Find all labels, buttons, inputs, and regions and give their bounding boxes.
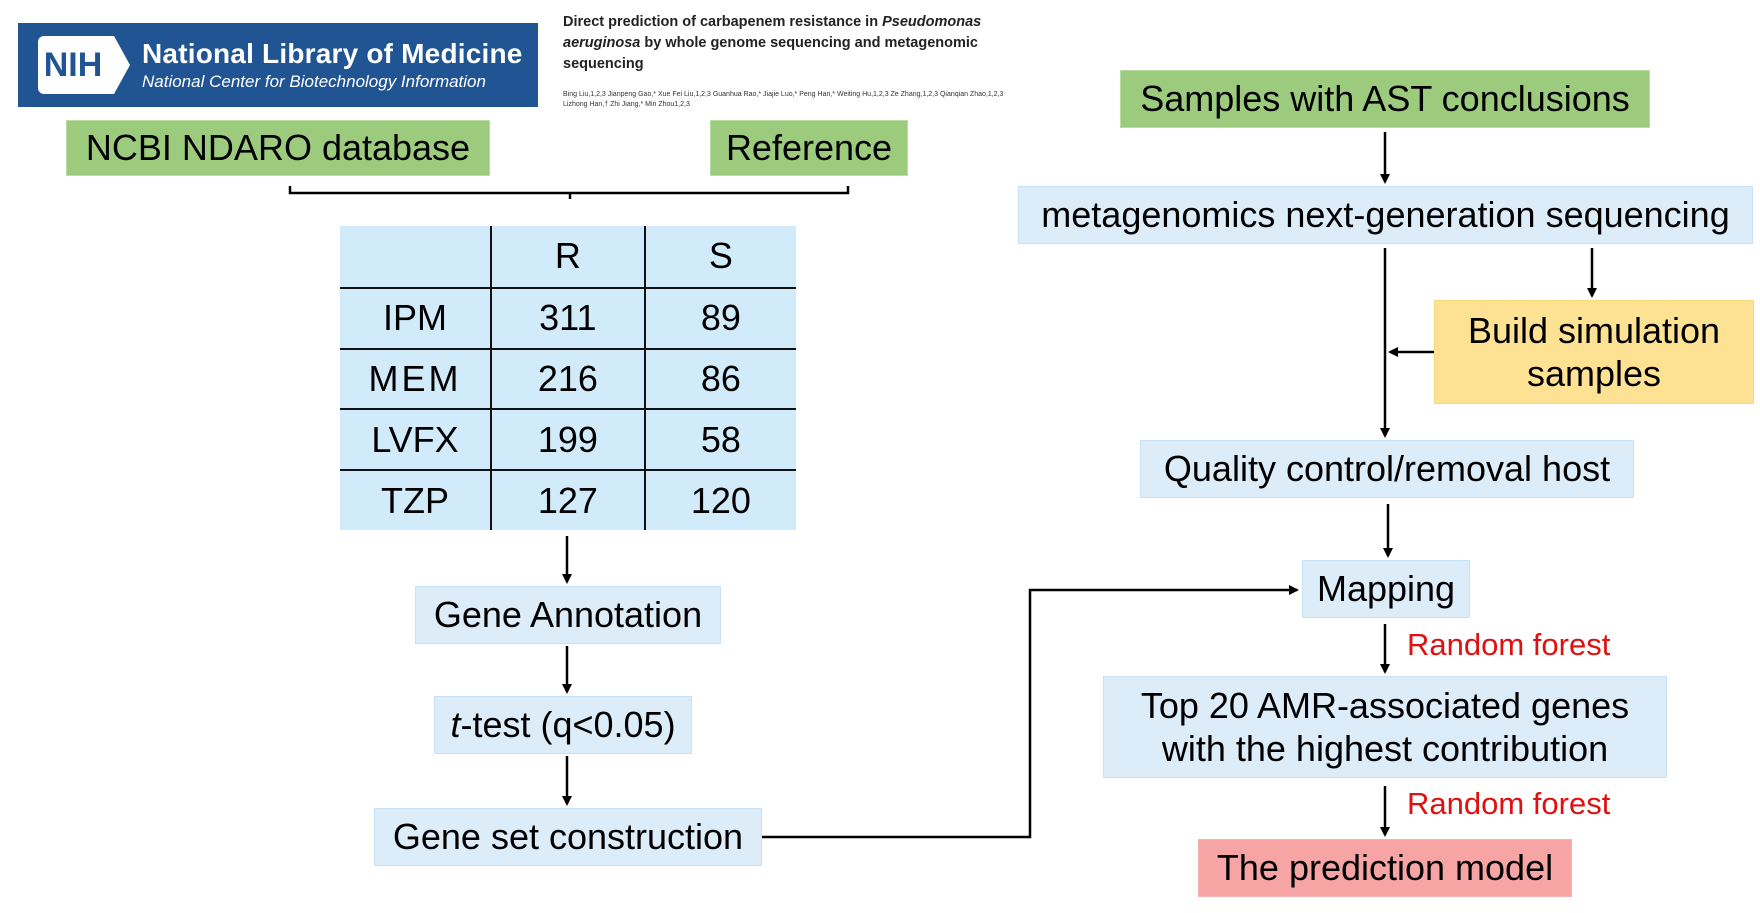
samples-ast-box: Samples with AST conclusions — [1120, 70, 1650, 128]
table-cell: 86 — [643, 347, 796, 411]
mapping-box: Mapping — [1302, 560, 1470, 618]
nih-titles: National Library of Medicine National Ce… — [142, 38, 523, 92]
gene-annotation-box: Gene Annotation — [415, 586, 721, 644]
table-header-cell: R — [490, 226, 646, 289]
nih-logo: NIH — [38, 36, 130, 94]
table-row: MEM 216 86 — [340, 347, 796, 411]
table-cell: 127 — [490, 469, 646, 530]
gene-set-construction-box: Gene set construction — [374, 808, 762, 866]
table-cell: MEM — [340, 347, 492, 411]
random-forest-label-1: Random forest — [1407, 627, 1611, 662]
table-cell: TZP — [340, 469, 492, 530]
table-header-cell — [340, 226, 492, 289]
table-cell: 89 — [643, 286, 796, 350]
prediction-model-box: The prediction model — [1198, 839, 1572, 897]
nih-logo-text: NIH — [38, 36, 108, 94]
table-row: IPM 311 89 — [340, 286, 796, 350]
table-cell: 58 — [643, 408, 796, 472]
table-cell: 216 — [490, 347, 646, 411]
ncbi-ndaro-box: NCBI NDARO database — [66, 120, 490, 176]
table-cell: IPM — [340, 286, 492, 350]
table-cell: 311 — [490, 286, 646, 350]
table-cell: 120 — [643, 469, 796, 530]
reference-box: Reference — [710, 120, 908, 176]
paper-title: Direct prediction of carbapenem resistan… — [563, 12, 1013, 75]
ttest-box: t-test (q<0.05) — [434, 696, 692, 754]
quality-control-box: Quality control/removal host — [1140, 440, 1634, 498]
table-cell: 199 — [490, 408, 646, 472]
paper-title-part2: by whole genome sequencing and metagenom… — [563, 35, 978, 72]
paper-title-species: Pseudomonas aeruginosa — [563, 14, 982, 51]
nih-title: National Library of Medicine — [142, 38, 523, 69]
random-forest-label-2: Random forest — [1407, 786, 1611, 821]
paper-authors: Bing Liu,1,2,3 Jianpeng Gao,* Xue Fei Li… — [563, 91, 1004, 108]
ttest-italic: t — [450, 704, 461, 746]
paper-title-part1: Direct prediction of carbapenem resistan… — [563, 14, 883, 30]
ttest-label: -test (q<0.05) — [460, 704, 676, 746]
top20-genes-box: Top 20 AMR-associated genes with the hig… — [1103, 676, 1667, 778]
nih-subtitle: National Center for Biotechnology Inform… — [142, 72, 486, 91]
mngs-box: metagenomics next-generation sequencing — [1018, 186, 1753, 244]
table-header-row: R S — [340, 226, 796, 289]
resistance-table: R S IPM 311 89 MEM 216 86 LVFX 199 58 TZ… — [340, 226, 796, 530]
table-cell: LVFX — [340, 408, 492, 472]
nih-banner: NIH National Library of Medicine Nationa… — [18, 23, 538, 107]
resistance-table-body: R S IPM 311 89 MEM 216 86 LVFX 199 58 TZ… — [340, 226, 796, 530]
build-simulation-box: Build simulation samples — [1434, 300, 1754, 404]
table-row: LVFX 199 58 — [340, 408, 796, 472]
nih-logo-chevron-icon — [104, 36, 130, 94]
table-header-cell: S — [643, 226, 796, 289]
arrow-geneset-to-mapping — [762, 585, 1299, 839]
table-row: TZP 127 120 — [340, 469, 796, 530]
merge-bracket — [288, 186, 850, 195]
